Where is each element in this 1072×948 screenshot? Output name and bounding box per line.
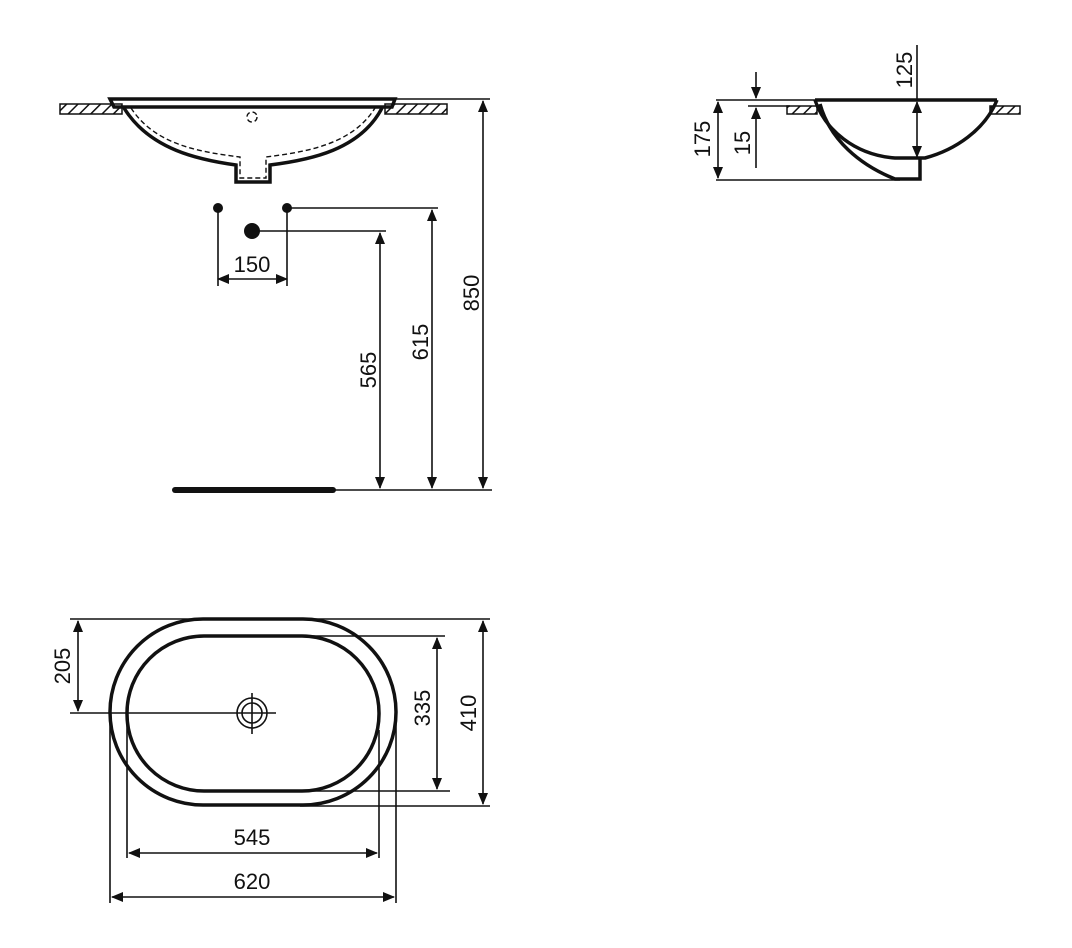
dim-outer-length: 620 <box>234 869 271 894</box>
section-outer-wall <box>818 103 922 181</box>
basin-outer-outline <box>108 617 398 807</box>
basin-inner-dashed <box>130 107 376 179</box>
front-elevation-view: 150 565 615 850 <box>59 97 492 493</box>
plan-view: 205 335 410 545 620 <box>50 617 490 903</box>
section-bowl <box>813 99 999 160</box>
dim-outer-width: 410 <box>456 695 481 732</box>
dim-tap-spacing: 150 <box>234 252 271 277</box>
dim-overall-height: 175 <box>690 121 715 158</box>
dim-waste-offset: 205 <box>50 648 75 685</box>
side-section-view: 175 15 125 <box>690 45 1021 181</box>
dim-rim-height: 850 <box>459 275 484 312</box>
dim-basin-depth: 125 <box>892 52 917 89</box>
countertop-left <box>59 103 123 115</box>
basin-rim <box>107 97 398 109</box>
dim-supply-height: 615 <box>408 324 433 361</box>
overflow-hole-icon <box>246 111 258 123</box>
dim-waste-height: 565 <box>356 352 381 389</box>
dim-rim-thickness: 15 <box>730 131 755 155</box>
countertop-right <box>384 103 448 115</box>
dim-inner-length: 545 <box>234 825 271 850</box>
basin-bowl-outline <box>122 107 384 184</box>
dim-inner-width: 335 <box>410 690 435 727</box>
